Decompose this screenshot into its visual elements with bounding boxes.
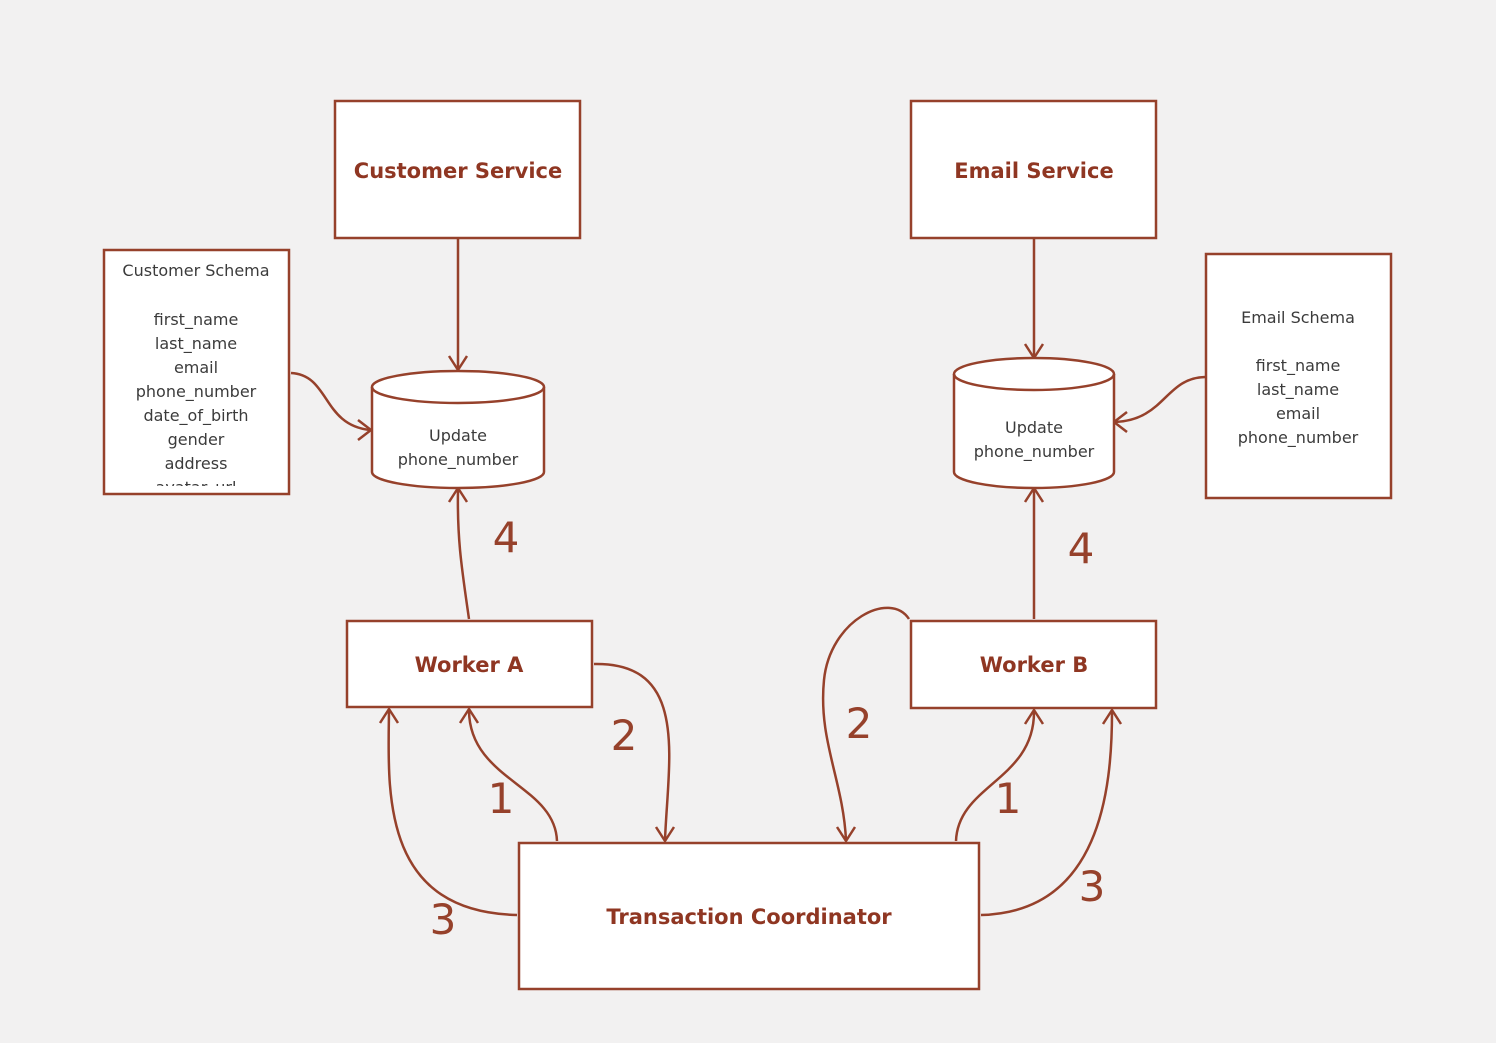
email-service-label: Email Service (954, 159, 1113, 183)
step-label-worker-b-vote: 2 (846, 699, 873, 748)
edge-worker-a-to-db (456, 489, 471, 620)
edge-coordinator-to-worker-b-prepare (954, 711, 1036, 842)
step-label-worker-b-commit-request: 3 (1079, 862, 1106, 911)
edges (290, 239, 1206, 917)
step-label-worker-b-commit: 4 (1068, 524, 1095, 573)
edge-worker-b-to-coordinator (821, 606, 911, 841)
edge-email-schema-to-db (1114, 375, 1206, 424)
edge-coordinator-to-worker-b-commit (980, 711, 1114, 917)
arrowhead (458, 706, 480, 724)
edge-worker-a-to-coordinator (593, 662, 671, 841)
schema-field: date_of_birth (143, 406, 248, 426)
arrowhead (378, 706, 400, 724)
worker-b-node[interactable]: Worker B (909, 619, 1158, 710)
arrowhead (654, 826, 676, 844)
step-label-worker-a-vote: 2 (611, 711, 638, 760)
schema-field: last_name (1257, 380, 1339, 400)
email-service-node[interactable]: Email Service (909, 99, 1158, 240)
customer-schema-title: Customer Schema (122, 261, 269, 280)
step-label-worker-a-prepare: 1 (488, 774, 515, 823)
step-labels: 4 4 2 2 1 1 3 3 (430, 513, 1106, 944)
schema-field: phone_number (136, 382, 257, 402)
worker-b-label: Worker B (980, 653, 1089, 677)
edge-coordinator-to-worker-a-prepare (467, 710, 559, 842)
step-label-worker-a-commit-request: 3 (430, 895, 457, 944)
worker-a-node[interactable]: Worker A (345, 619, 594, 709)
worker-a-label: Worker A (415, 653, 525, 677)
step-label-worker-b-prepare: 1 (995, 774, 1022, 823)
schema-field: phone_number (1238, 428, 1359, 448)
schema-field: avatar_url (156, 478, 237, 498)
step-label-worker-a-commit: 4 (493, 513, 520, 562)
edge-coordinator-to-worker-a-commit (387, 710, 518, 917)
db-label-line1: Update (1005, 418, 1063, 437)
transaction-coordinator-node[interactable]: Transaction Coordinator (517, 841, 981, 991)
arrowhead (1101, 707, 1123, 725)
schema-field: gender (168, 430, 225, 449)
edge-customer-schema-to-db (290, 371, 371, 432)
customer-service-label: Customer Service (354, 159, 562, 183)
db-label-line2: phone_number (398, 450, 519, 470)
schema-field: email (1276, 404, 1320, 423)
customer-service-node[interactable]: Customer Service (333, 99, 582, 240)
email-schema-note[interactable]: Email Schema first_name last_name email … (1204, 252, 1393, 500)
transaction-coordinator-label: Transaction Coordinator (606, 905, 892, 929)
email-database[interactable]: Update phone_number (952, 356, 1116, 490)
email-schema-title: Email Schema (1241, 308, 1355, 327)
schema-field: address (165, 454, 228, 473)
arrowhead (1023, 707, 1045, 725)
customer-database[interactable]: Update phone_number (370, 369, 546, 490)
db-label-line1: Update (429, 426, 487, 445)
arrowhead (835, 826, 857, 844)
db-label-line2: phone_number (974, 442, 1095, 462)
customer-schema-note[interactable]: Customer Schema first_name last_name ema… (102, 248, 291, 498)
schema-field: first_name (154, 310, 239, 330)
schema-field: email (174, 358, 218, 377)
schema-field: first_name (1256, 356, 1341, 376)
schema-field: last_name (155, 334, 237, 354)
